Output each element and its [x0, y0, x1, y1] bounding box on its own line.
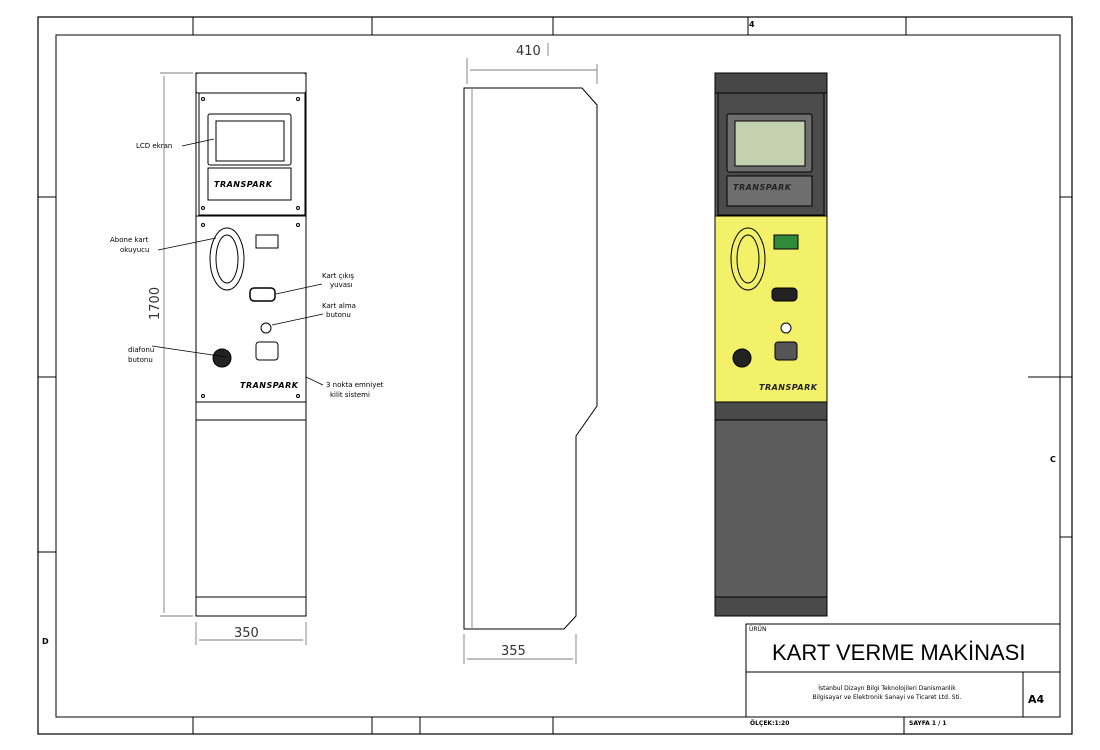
- rendered-front-view: [714, 72, 828, 617]
- callout-intercom-line2: butonu: [128, 356, 153, 364]
- company-line-1: İstanbul Dizayn Bilgi Teknolojileri Dani…: [818, 685, 956, 692]
- sheet-size: A4: [1028, 693, 1045, 706]
- company-line-2: Bilgisayar ve Elektronik Sanayi ve Ticar…: [812, 694, 962, 701]
- callout-intercom-line1: diafonu: [128, 346, 155, 354]
- callout-leaders: [151, 138, 324, 386]
- callout-card-slot-line2: yuvası: [330, 281, 353, 289]
- front-top-brand: TRANSPARK: [214, 180, 273, 189]
- side-dimension-lines: [463, 43, 598, 664]
- drawing-scale: ÖLÇEK:1:20: [750, 720, 790, 727]
- callout-lcd-screen: LCD ekran: [136, 142, 173, 150]
- company-name: İstanbul Dizayn Bilgi Teknolojileri Dani…: [752, 684, 1022, 702]
- zone-left: D: [42, 637, 49, 646]
- callout-lock-line1: 3 nokta emniyet: [326, 381, 384, 389]
- zone-right: C: [1050, 455, 1056, 464]
- zone-top: 4: [749, 20, 755, 29]
- callout-card-reader-line1: Abone kart: [110, 236, 149, 244]
- front-view: [195, 72, 307, 617]
- callout-card-slot-line1: Kart çıkış: [322, 272, 355, 280]
- front-dimension-lines: [160, 72, 307, 645]
- front-panel-brand: TRANSPARK: [240, 381, 299, 390]
- side-view: [463, 87, 598, 630]
- callout-take-button-line2: butonu: [326, 311, 351, 319]
- callout-lock-line2: kilit sistemi: [330, 391, 370, 399]
- sheet-number: SAYFA 1 / 1: [909, 720, 947, 727]
- title-block: [745, 623, 1072, 735]
- drawing-title: KART VERME MAKİNASI: [772, 640, 1026, 665]
- side-bottom-width-dimension: 355: [501, 644, 526, 659]
- drawing-frame: [37, 16, 1073, 735]
- callout-take-button-line1: Kart alma: [322, 302, 356, 310]
- front-width-dimension: 350: [234, 626, 259, 641]
- side-top-width-dimension: 410: [516, 44, 541, 59]
- callout-card-reader-line2: okuyucu: [120, 246, 150, 254]
- height-dimension: 1700: [148, 286, 163, 320]
- title-block-product-label: ÜRÜN: [749, 626, 767, 633]
- render-top-brand: TRANSPARK: [733, 183, 792, 192]
- render-panel-brand: TRANSPARK: [759, 383, 818, 392]
